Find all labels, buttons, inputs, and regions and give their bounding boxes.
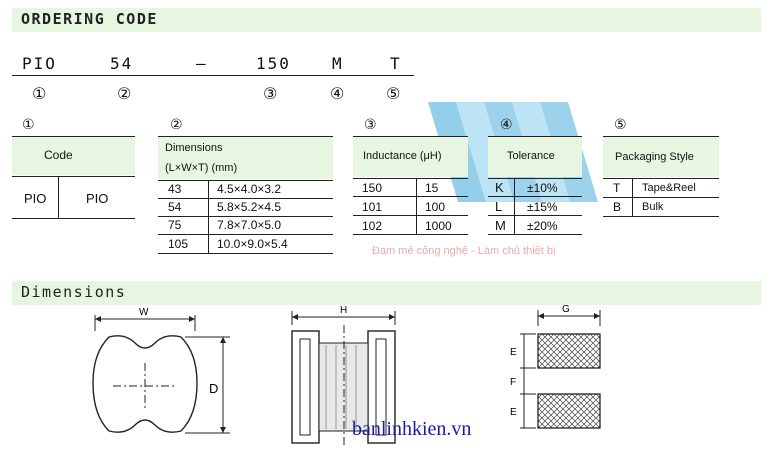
t4-bottom [488,234,582,235]
t2-r2-dim: 5.8×5.2×4.5 [217,200,282,214]
t4-div [514,178,515,234]
watermark-tagline: Đam mê công nghệ - Làm chủ thiết bị [372,245,556,257]
t3-h3 [353,215,468,216]
t5-header: Packaging Style [615,151,694,163]
t3-div [416,178,417,234]
t5-header-bg [603,137,719,177]
top-view-drawing: W D [92,307,230,434]
t3-header: Inductance (μH) [363,150,442,162]
t5-h2 [603,197,719,198]
t5-r1-val: Tape&Reel [642,182,696,194]
t2-h3 [158,216,333,217]
t2-r1-dim: 4.5×4.0×3.2 [217,182,282,196]
t1-mid [12,176,135,177]
dim-f-label: F [510,377,516,388]
dim-h-label: H [340,305,347,316]
t3-r2-code: 101 [362,200,383,214]
t2-header-1: Dimensions [165,142,223,154]
t2-h1 [158,180,333,181]
t2-r4-dim: 10.0×9.0×5.4 [217,237,288,251]
t3-r2-val: 100 [425,200,446,214]
t3-bottom [353,234,468,235]
marker-5: ⑤ [386,84,401,103]
t4-h2 [488,196,582,197]
t2-r3-code: 75 [168,218,182,232]
t1-header-bg [12,137,135,175]
t2-div [208,180,209,253]
dim-e1-label: E [510,347,517,358]
t4-h1 [488,178,582,179]
dimensions-title: Dimensions [21,283,127,301]
t5-h1 [603,178,719,179]
dimensions-bar: Dimensions [12,281,761,305]
t4-r2-code: L [495,199,503,214]
marker-4: ④ [330,84,345,103]
t3-r3-code: 102 [362,219,383,233]
t4-h3 [488,215,582,216]
t3-h1 [353,178,468,179]
marker-1: ① [32,84,47,103]
t4-top [488,136,582,137]
t2-header-2: (L×W×T) (mm) [165,162,238,174]
marker-3: ③ [263,84,278,103]
t3-r3-val: 1000 [425,219,452,233]
t5-div [632,178,633,216]
marker-2: ② [117,84,132,103]
dim-g-label: G [562,304,570,315]
t5-bottom [603,216,719,217]
code-part-series: PIO [22,54,57,73]
t2-r1-code: 43 [168,182,182,196]
t4-header: Tolerance [507,150,555,162]
t2-r4-code: 105 [168,237,189,251]
t4-r3-code: M [495,218,506,233]
code-underline [12,75,414,76]
t4-r2-val: ±15% [527,200,558,214]
t5-r1-code: T [613,181,621,195]
t2-r3-dim: 7.8×7.0×5.0 [217,218,282,232]
t2-h4 [158,234,333,235]
table1-number: ① [22,117,35,133]
t3-top [353,136,468,137]
t2-h2 [158,198,333,199]
t2-header-bg [158,137,333,179]
t4-r3-val: ±20% [527,219,558,233]
t5-r2-val: Bulk [642,201,664,213]
land-pattern-drawing: G E F E [510,304,601,429]
t3-h2 [353,196,468,197]
dim-d-label: D [209,381,218,396]
table3-number: ③ [364,117,377,133]
t3-header-bg [353,137,468,177]
code-part-size: 54 [110,54,134,73]
footer-site: banlinhkien.vn [352,418,472,440]
t4-header-bg [488,137,582,177]
code-part-tolerance: M [332,54,344,73]
dim-w-label: W [139,307,149,318]
dim-e2-label: E [510,407,517,418]
t5-top [603,136,719,137]
t5-r2-code: B [613,200,622,214]
t1-cell-name: PIO [86,191,109,206]
ordering-code-bar: ORDERING CODE [12,8,761,32]
t2-r2-code: 54 [168,200,182,214]
t2-top [158,136,333,137]
side-view-drawing: H [291,305,396,448]
table5-number: ⑤ [614,117,627,133]
code-part-inductance: 150 [256,54,291,73]
table2-number: ② [170,117,183,133]
code-part-dash: — [196,54,208,73]
t3-r1-val: 15 [425,181,439,195]
t1-bottom [12,218,135,219]
ordering-code-title: ORDERING CODE [21,10,158,28]
t2-bottom [158,253,333,254]
t1-cell-code: PIO [24,191,47,206]
t3-r1-code: 150 [362,181,383,195]
t4-r1-val: ±10% [527,181,558,195]
code-part-packaging: T [390,54,402,73]
t4-r1-code: K [495,180,504,195]
t1-top [12,136,135,137]
t1-header: Code [44,148,73,162]
t1-div [58,176,59,218]
table4-number: ④ [500,117,513,133]
